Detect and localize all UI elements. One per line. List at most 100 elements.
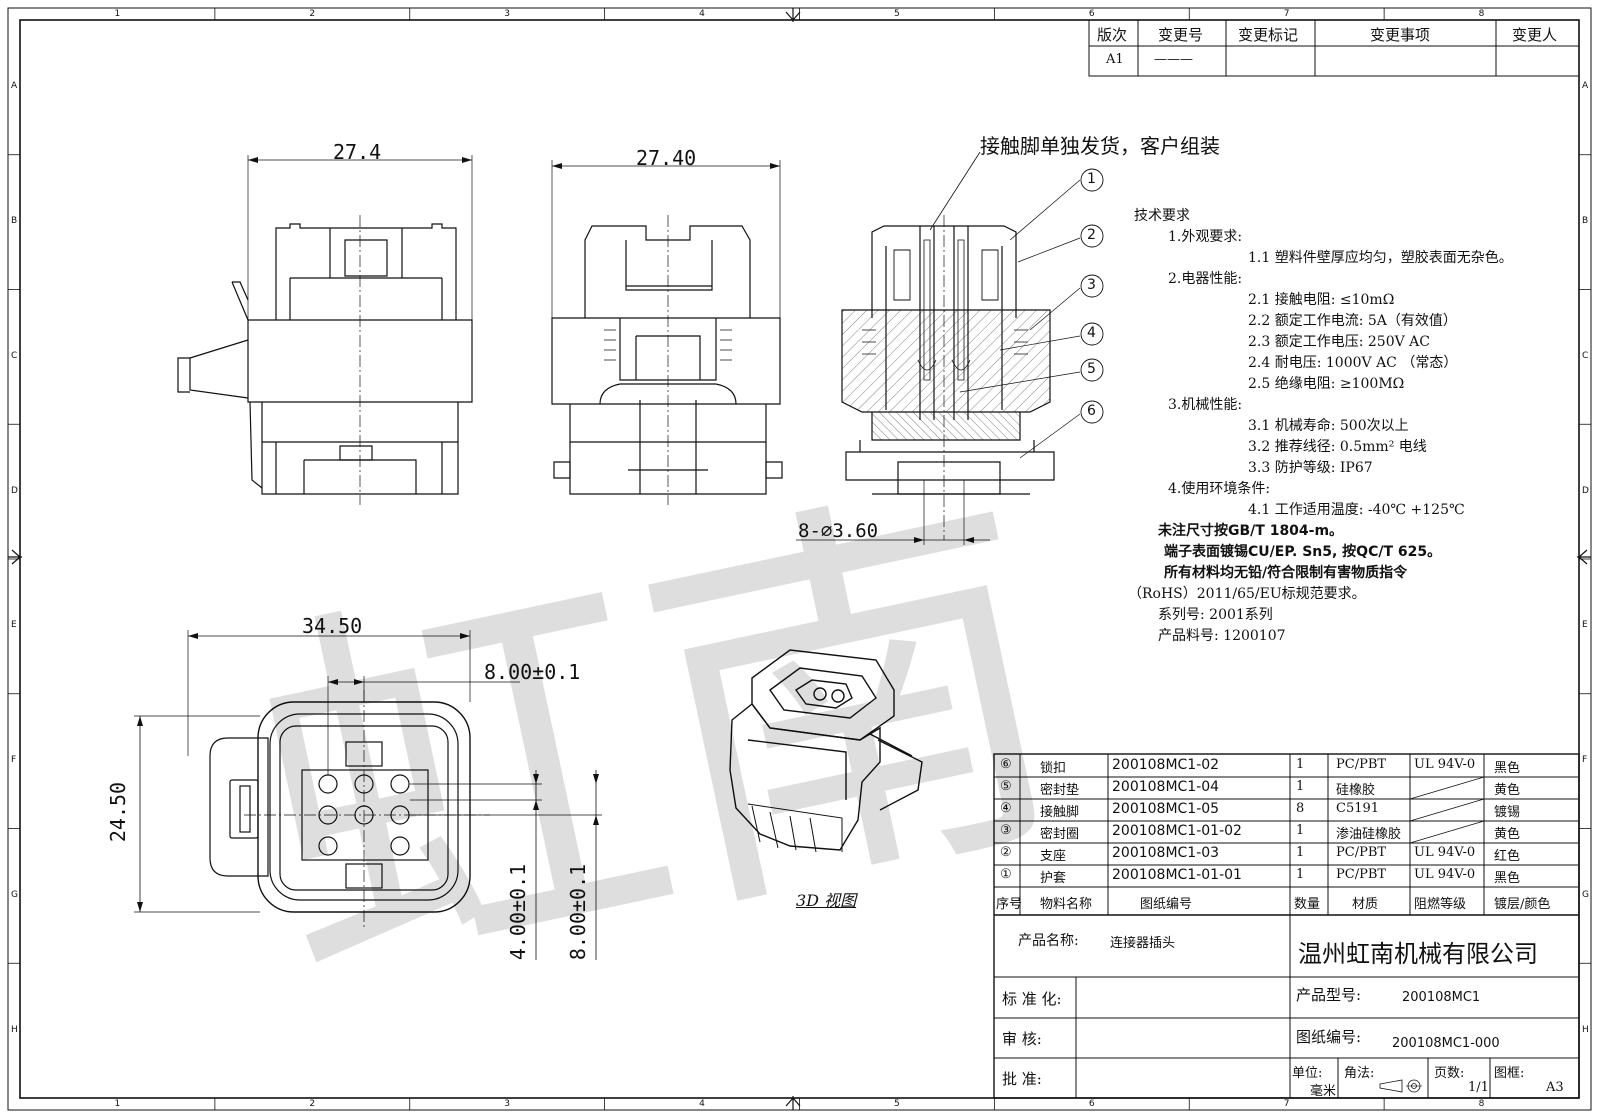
bom-qty: 1 bbox=[1296, 823, 1305, 838]
bom-name: 密封圈 bbox=[1040, 827, 1080, 842]
dim-front-width: 27.4 bbox=[333, 140, 382, 164]
grid-row-label: E bbox=[1582, 620, 1588, 631]
balloon-3: 3 bbox=[1087, 277, 1096, 293]
dim-pitch-h: 8.00±0.1 bbox=[484, 660, 581, 684]
tech-line: 4.1 工作适用温度: -40℃ +125℃ bbox=[1248, 502, 1465, 518]
tech-line: 3.1 机械寿命: 500次以上 bbox=[1248, 418, 1409, 434]
balloon-2: 2 bbox=[1087, 227, 1096, 243]
tech-line: 2.1 接触电阻: ≤10mΩ bbox=[1248, 292, 1395, 308]
grid-row-label: A bbox=[11, 81, 18, 92]
grid-col-label: 8 bbox=[1478, 9, 1485, 19]
bom-name: 锁扣 bbox=[1040, 761, 1067, 776]
center-mark-left bbox=[8, 549, 22, 565]
tech-line: 1.外观要求: bbox=[1168, 229, 1243, 245]
grid-row-label: A bbox=[1582, 81, 1589, 92]
view-3d-label: 3D 视图 bbox=[796, 891, 857, 910]
bom-no: ③ bbox=[1000, 823, 1012, 838]
bom-qty: 1 bbox=[1296, 779, 1305, 794]
tech-line: 2.5 绝缘电阻: ≥100MΩ bbox=[1248, 376, 1405, 392]
bom-drawing: 200108MC1-05 bbox=[1112, 801, 1220, 817]
rev-change-no: ——— bbox=[1154, 52, 1193, 67]
bom-qty: 1 bbox=[1296, 867, 1305, 882]
bom-material: PC/PBT bbox=[1336, 867, 1387, 882]
bom-material: C5191 bbox=[1336, 801, 1380, 816]
std-label: 标 准 化: bbox=[1002, 990, 1062, 1008]
bom-drawing: 200108MC1-01-01 bbox=[1112, 867, 1242, 883]
grid-row-label: G bbox=[11, 889, 18, 900]
rev-h-person: 变更人 bbox=[1512, 26, 1558, 44]
grid-row-label: G bbox=[1582, 889, 1589, 900]
frame-label: 图框: bbox=[1494, 1066, 1525, 1081]
bom-material: 渗油硅橡胶 bbox=[1336, 827, 1402, 842]
bom-qty: 1 bbox=[1296, 845, 1305, 860]
grid-row-label: E bbox=[11, 620, 17, 631]
grid-col-label: 3 bbox=[504, 9, 510, 19]
bom-finish: 黄色 bbox=[1494, 827, 1521, 842]
review-label: 审 核: bbox=[1002, 1030, 1042, 1048]
center-mark-top bbox=[785, 8, 801, 22]
angle-label: 角法: bbox=[1344, 1066, 1375, 1081]
bom-table bbox=[993, 753, 1580, 1099]
grid-col-label: 6 bbox=[1088, 1099, 1095, 1109]
bom-no: ⑤ bbox=[1000, 779, 1012, 794]
grid-row-label: B bbox=[1582, 216, 1589, 227]
bom-no: ② bbox=[1000, 845, 1012, 860]
bom-finish: 黑色 bbox=[1494, 871, 1521, 886]
grid-row-label: H bbox=[1582, 1024, 1589, 1035]
drawing-no-label: 图纸编号: bbox=[1296, 1028, 1362, 1046]
rev-h-mark: 变更标记 bbox=[1238, 26, 1299, 44]
bom-no: ① bbox=[1000, 867, 1012, 882]
bom-h-name: 物料名称 bbox=[1040, 897, 1093, 912]
bom-material: PC/PBT bbox=[1336, 845, 1387, 860]
grid-row-label: H bbox=[11, 1024, 18, 1035]
tech-line: 2.电器性能: bbox=[1168, 271, 1243, 287]
grid-row-label: F bbox=[11, 755, 17, 766]
grid-row-label: D bbox=[1582, 485, 1589, 496]
balloon-6: 6 bbox=[1087, 403, 1096, 419]
grid-ticks bbox=[8, 8, 1591, 1110]
model-label: 产品型号: bbox=[1296, 986, 1362, 1004]
front-view bbox=[177, 155, 473, 505]
frame-value: A3 bbox=[1546, 1080, 1564, 1095]
tech-title: 技术要求 bbox=[1134, 208, 1190, 224]
balloon-5: 5 bbox=[1087, 361, 1096, 377]
bom-flame: UL 94V-0 bbox=[1414, 867, 1476, 882]
bom-h-drawing: 图纸编号 bbox=[1140, 897, 1193, 912]
grid-col-label: 1 bbox=[114, 9, 121, 19]
grid-col-label: 1 bbox=[114, 1099, 121, 1109]
dim-pitch-v1: 4.00±0.1 bbox=[506, 863, 531, 961]
unit-label: 单位: bbox=[1292, 1066, 1323, 1081]
dim-holes: 8-⌀3.60 bbox=[798, 520, 879, 542]
tech-line: 系列号: 2001系列 bbox=[1158, 607, 1273, 623]
grid-row-label: C bbox=[11, 350, 18, 361]
grid-col-label: 5 bbox=[893, 1099, 900, 1109]
dim-height: 24.50 bbox=[106, 781, 131, 843]
rev-h-change-no: 变更号 bbox=[1158, 26, 1204, 44]
bom-name: 支座 bbox=[1040, 849, 1067, 864]
balloon-4: 4 bbox=[1087, 325, 1096, 341]
tech-line: （RoHS）2011/65/EU标规范要求。 bbox=[1128, 586, 1366, 602]
bom-flame: UL 94V-0 bbox=[1414, 845, 1476, 860]
tech-line: 3.2 推荐线径: 0.5mm² 电线 bbox=[1248, 439, 1427, 455]
bom-drawing: 200108MC1-02 bbox=[1112, 757, 1220, 773]
grid-col-label: 4 bbox=[699, 1099, 705, 1109]
bom-h-flame: 阻燃等级 bbox=[1414, 897, 1467, 912]
tech-line: 1.1 塑料件壁厚应均匀，塑胶表面无杂色。 bbox=[1248, 250, 1513, 266]
balloon-circles bbox=[1080, 168, 1104, 424]
center-mark-right bbox=[1577, 549, 1591, 565]
company-name: 温州虹南机械有限公司 bbox=[1298, 940, 1538, 968]
tech-line: 3.机械性能: bbox=[1168, 397, 1243, 413]
grid-col-label: 2 bbox=[309, 9, 316, 19]
rev-h-version: 版次 bbox=[1097, 26, 1128, 44]
bom-drawing: 200108MC1-03 bbox=[1112, 845, 1220, 861]
bom-drawing: 200108MC1-01-02 bbox=[1112, 823, 1242, 839]
bom-h-qty: 数量 bbox=[1294, 897, 1321, 912]
bom-h-material: 材质 bbox=[1352, 897, 1379, 912]
grid-row-label: F bbox=[1582, 755, 1588, 766]
revision-table bbox=[1088, 19, 1580, 77]
bom-flame: UL 94V-0 bbox=[1414, 757, 1476, 772]
grid-row-label: B bbox=[11, 216, 18, 227]
bom-name: 接触脚 bbox=[1040, 805, 1080, 820]
bom-material: 硅橡胶 bbox=[1336, 783, 1376, 798]
